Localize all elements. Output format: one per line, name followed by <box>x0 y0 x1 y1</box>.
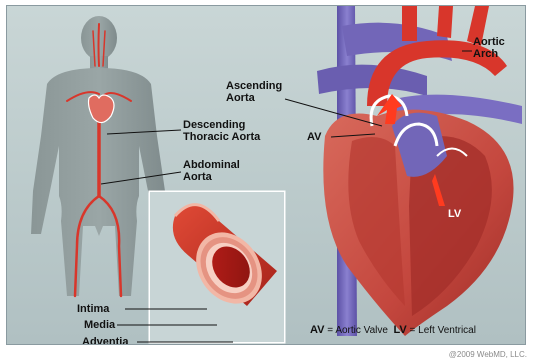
legend-lv-text: = Left Ventrical <box>407 325 476 336</box>
label-abdominal-line1: Abdominal <box>183 159 240 171</box>
vessel-inset <box>149 191 285 343</box>
label-descending-line1: Descending <box>183 119 260 131</box>
label-av: AV <box>307 131 321 143</box>
label-aortic-arch-line2: Arch <box>473 48 505 60</box>
label-descending-line2: Thoracic Aorta <box>183 131 260 143</box>
legend-lv-abbr: LV <box>394 324 407 336</box>
label-ascending-line2: Aorta <box>226 92 282 104</box>
label-aortic-arch: Aortic Arch <box>473 36 505 60</box>
label-abdominal-line2: Aorta <box>183 171 240 183</box>
label-descending-thoracic-aorta: Descending Thoracic Aorta <box>183 119 260 143</box>
label-ascending-aorta: Ascending Aorta <box>226 80 282 104</box>
legend-av-text: = Aortic Valve <box>324 325 387 336</box>
copyright-notice: @2009 WebMD, LLC. <box>449 350 527 359</box>
body-figure <box>7 6 526 345</box>
label-ascending-line1: Ascending <box>226 80 282 92</box>
label-adventia: Adventia <box>82 336 128 345</box>
legend: AV = Aortic Valve LV = Left Ventrical <box>310 324 476 336</box>
label-lv: LV <box>448 208 461 220</box>
diagram-panel: Descending Thoracic Aorta Abdominal Aort… <box>6 5 526 345</box>
label-media: Media <box>84 319 115 331</box>
label-intima: Intima <box>77 303 109 315</box>
label-aortic-arch-line1: Aortic <box>473 36 505 48</box>
legend-av-abbr: AV <box>310 324 324 336</box>
label-abdominal-aorta: Abdominal Aorta <box>183 159 240 183</box>
